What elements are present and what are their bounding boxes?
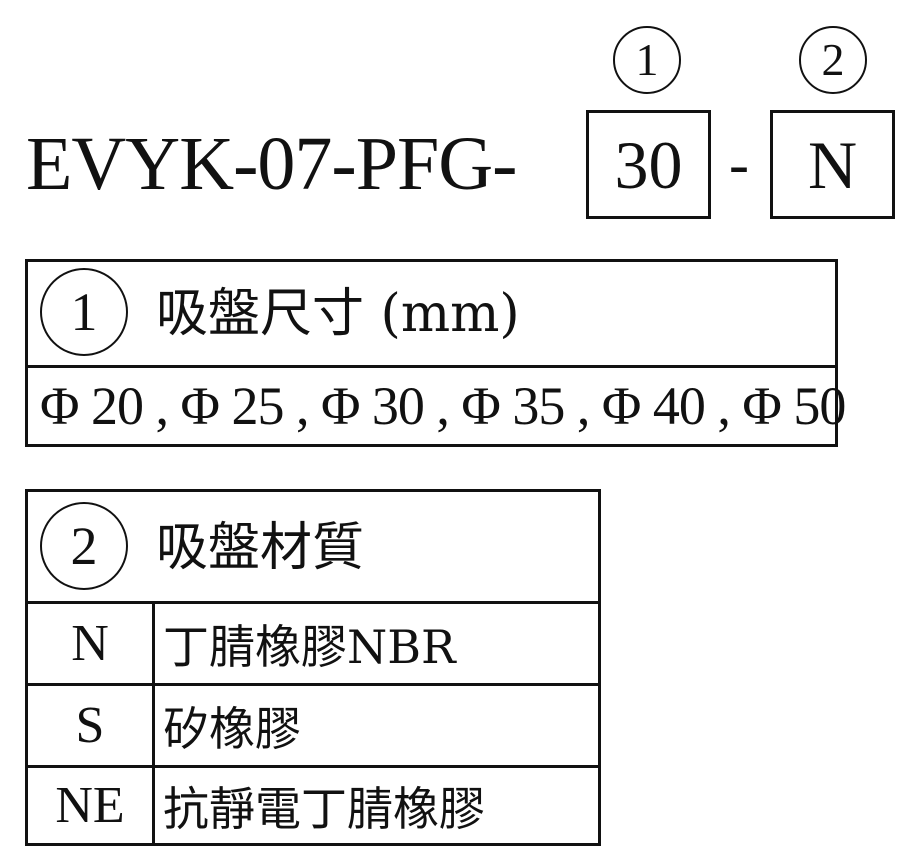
marker-2-label: 2 <box>821 34 845 85</box>
material-row-code: NE <box>28 768 155 843</box>
material-code: N <box>807 126 858 203</box>
material-row: N 丁腈橡膠NBR <box>28 604 598 686</box>
material-table-heading: 吸盤材質 <box>156 518 365 578</box>
size-table-heading: 吸盤尺寸 (mm) <box>156 284 520 344</box>
material-row: S 矽橡膠 <box>28 686 598 768</box>
marker-1-label: 1 <box>635 34 659 85</box>
material-row-name: 丁腈橡膠NBR <box>163 619 456 674</box>
size-marker-icon: 1 <box>40 268 128 356</box>
material-code-box: N <box>770 110 895 219</box>
material-marker-label: 2 <box>70 516 98 576</box>
material-row-name: 抗靜電丁腈橡膠 <box>163 781 485 836</box>
size-code-box: 30 <box>586 110 711 219</box>
material-row-name: 矽橡膠 <box>163 701 301 756</box>
size-table: 1 吸盤尺寸 (mm) Φ 20 , Φ 25 , Φ 30 , Φ 35 , … <box>25 259 846 447</box>
material-table-header: 2 吸盤材質 <box>28 492 598 604</box>
size-code: 30 <box>614 126 683 203</box>
material-row-code: S <box>28 686 155 765</box>
material-row-code: N <box>28 604 155 683</box>
marker-1-icon: 1 <box>613 26 681 94</box>
code-separator: - <box>729 131 749 197</box>
material-row: NE 抗靜電丁腈橡膠 <box>28 768 598 843</box>
size-table-header: 1 吸盤尺寸 (mm) <box>28 262 835 368</box>
model-prefix: EVYK-07-PFG- <box>26 122 517 206</box>
material-marker-icon: 2 <box>40 502 128 590</box>
material-table: 2 吸盤材質 N 丁腈橡膠NBR S 矽橡膠 NE 抗靜電丁腈橡膠 <box>25 489 601 846</box>
size-marker-label: 1 <box>70 282 98 342</box>
marker-2-icon: 2 <box>799 26 867 94</box>
size-values: Φ 20 , Φ 25 , Φ 30 , Φ 35 , Φ 40 , Φ 50 <box>40 376 846 436</box>
